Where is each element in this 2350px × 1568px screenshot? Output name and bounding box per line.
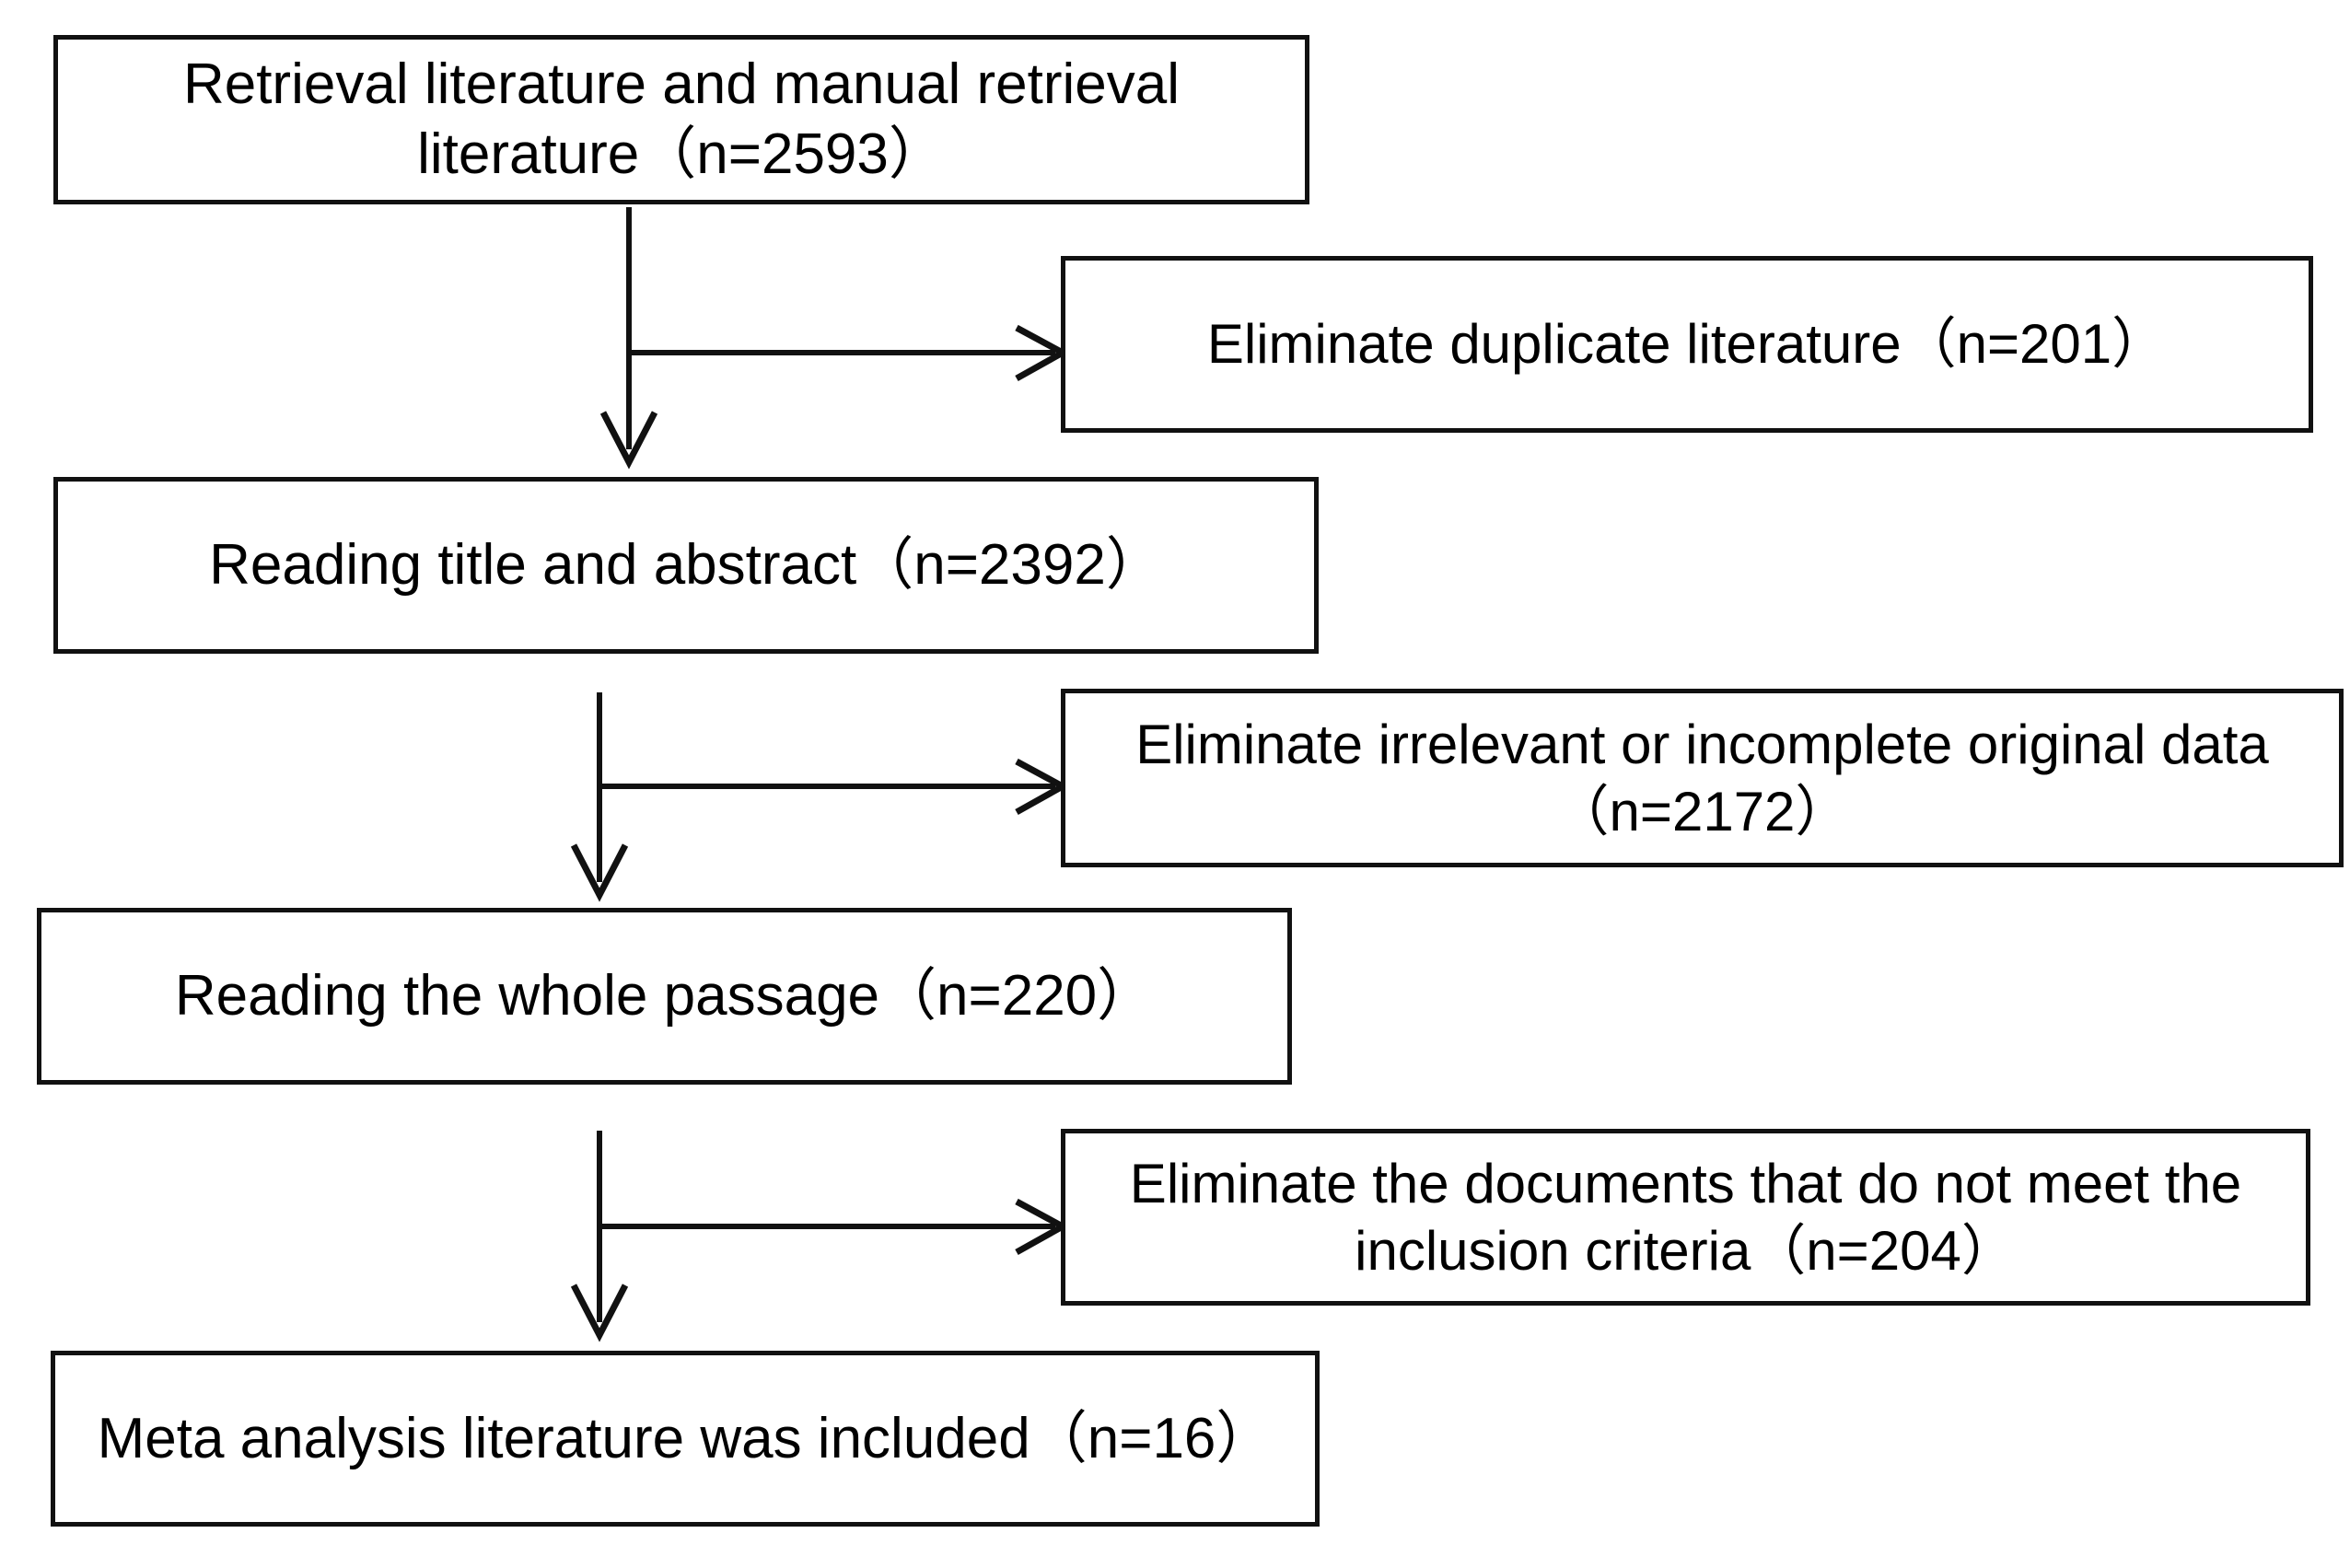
node-meta-analysis-literature-included: Meta analysis literature was included（n=… [51, 1351, 1320, 1527]
node-reading-title-and-abstract-label: Reading title and abstract（n=2392） [209, 533, 1163, 598]
node-retrieval-literature-label: Retrieval literature and manual retrieva… [182, 52, 1181, 186]
node-retrieval-literature: Retrieval literature and manual retrieva… [53, 35, 1309, 204]
edge-title-abstract-to-whole-passage [570, 692, 629, 902]
node-reading-title-and-abstract: Reading title and abstract（n=2392） [53, 477, 1319, 654]
node-eliminate-duplicate-literature-label: Eliminate duplicate literature（n=201） [1206, 313, 2168, 376]
node-eliminate-duplicate-literature: Eliminate duplicate literature（n=201） [1061, 256, 2313, 433]
node-eliminate-not-meeting-inclusion-criteria: Eliminate the documents that do not meet… [1061, 1129, 2310, 1306]
edge-retrieval-to-title-abstract [599, 207, 658, 470]
node-reading-the-whole-passage-label: Reading the whole passage（n=220） [174, 964, 1155, 1028]
node-meta-analysis-literature-included-label: Meta analysis literature was included（n=… [97, 1406, 1274, 1470]
node-eliminate-irrelevant-or-incomplete-label: Eliminate irrelevant or incomplete origi… [1135, 713, 2269, 842]
node-reading-the-whole-passage: Reading the whole passage（n=220） [37, 908, 1292, 1085]
edge-retrieval-to-exclude-duplicate [629, 324, 1070, 382]
node-eliminate-not-meeting-inclusion-criteria-label: Eliminate the documents that do not meet… [1129, 1152, 2242, 1282]
node-eliminate-irrelevant-or-incomplete: Eliminate irrelevant or incomplete origi… [1061, 689, 2344, 867]
edge-whole-passage-to-exclude-criteria [599, 1198, 1070, 1256]
edge-title-abstract-to-exclude-irrelevant [599, 758, 1070, 816]
edge-whole-passage-to-included [570, 1131, 629, 1342]
